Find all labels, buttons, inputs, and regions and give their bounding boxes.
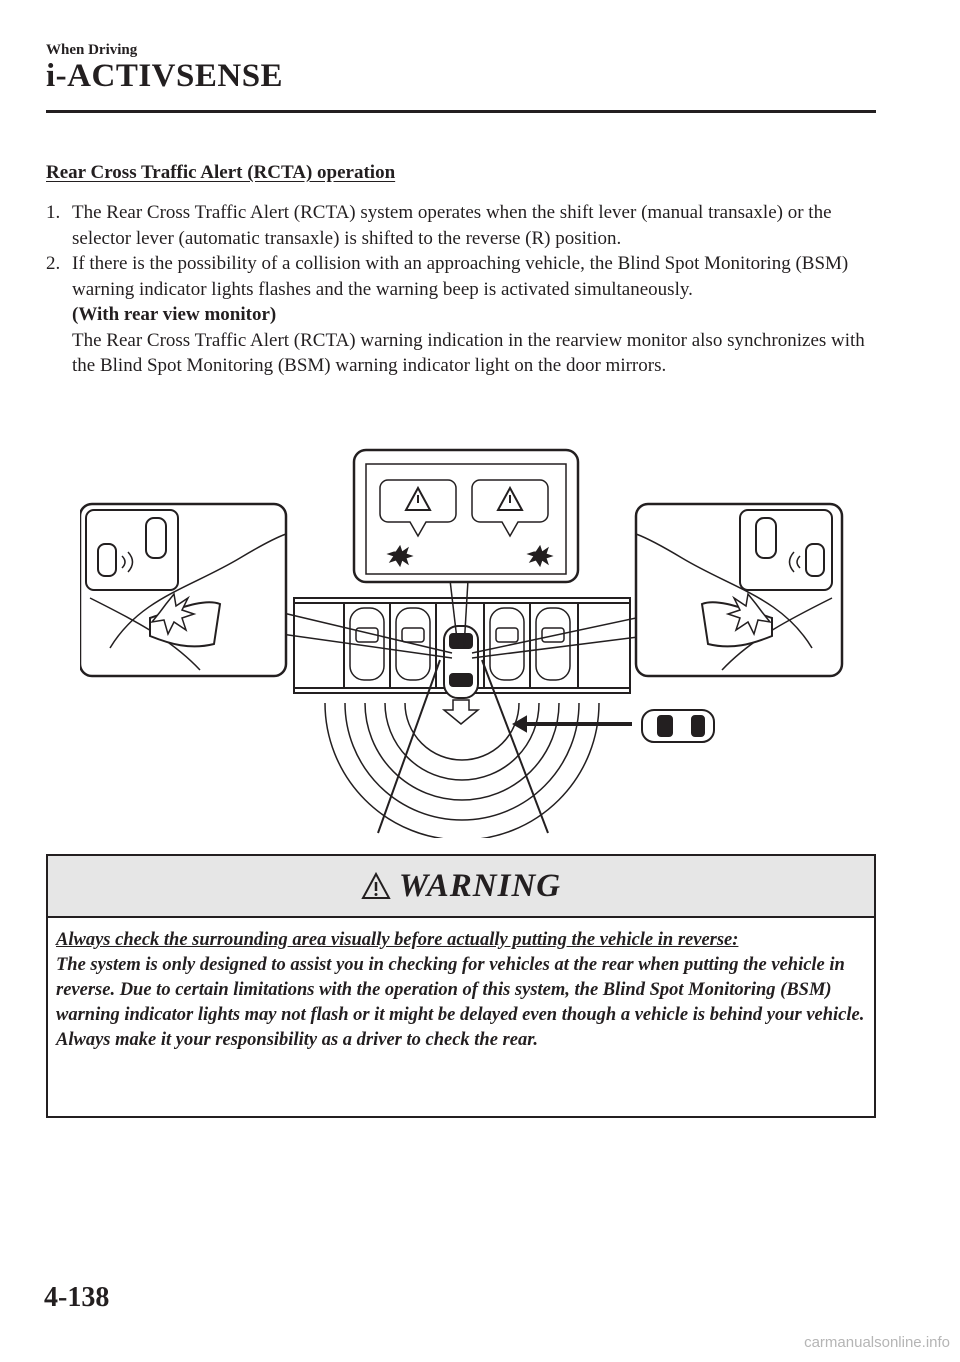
warning-triangle-icon: [361, 872, 391, 899]
step-item: 1. The Rear Cross Traffic Alert (RCTA) s…: [46, 200, 876, 251]
step-text: If there is the possibility of a collisi…: [72, 253, 849, 300]
step-subheading: (With rear view monitor): [72, 304, 277, 325]
steps-list: 1. The Rear Cross Traffic Alert (RCTA) s…: [46, 200, 876, 379]
header-section-label: When Driving: [46, 42, 138, 58]
rearview-monitor-callout: [352, 448, 580, 584]
page-number: 4-138: [44, 1282, 110, 1313]
rcta-illustration: [80, 448, 844, 838]
header-divider: [46, 110, 876, 113]
own-vehicle: [443, 625, 479, 699]
reverse-arrow-icon: [441, 699, 481, 725]
warning-lead-text: Always check the surrounding area visual…: [56, 930, 739, 950]
warning-box: WARNING Always check the surrounding are…: [46, 854, 876, 1118]
step-number: 2.: [46, 253, 61, 274]
warning-body: Always check the surrounding area visual…: [48, 918, 874, 1053]
section-heading: Rear Cross Traffic Alert (RCTA) operatio…: [46, 162, 396, 183]
warning-title: WARNING: [398, 867, 562, 904]
footer-watermark: carmanualsonline.info: [804, 1334, 950, 1351]
step-text: The Rear Cross Traffic Alert (RCTA) syst…: [72, 202, 832, 249]
left-mirror-callout: [80, 502, 288, 678]
step-item: 2. If there is the possibility of a coll…: [46, 251, 876, 379]
parking-lot: [293, 597, 631, 694]
warning-text: The system is only designed to assist yo…: [56, 955, 865, 1050]
warning-header: WARNING: [48, 856, 874, 918]
step-number: 1.: [46, 202, 61, 223]
step-subtext: The Rear Cross Traffic Alert (RCTA) warn…: [72, 329, 865, 377]
sensor-range-arcs: [324, 702, 600, 838]
page-title: i-ACTIVSENSE: [46, 58, 284, 94]
approaching-car: [641, 709, 715, 743]
right-mirror-callout: [634, 502, 844, 678]
